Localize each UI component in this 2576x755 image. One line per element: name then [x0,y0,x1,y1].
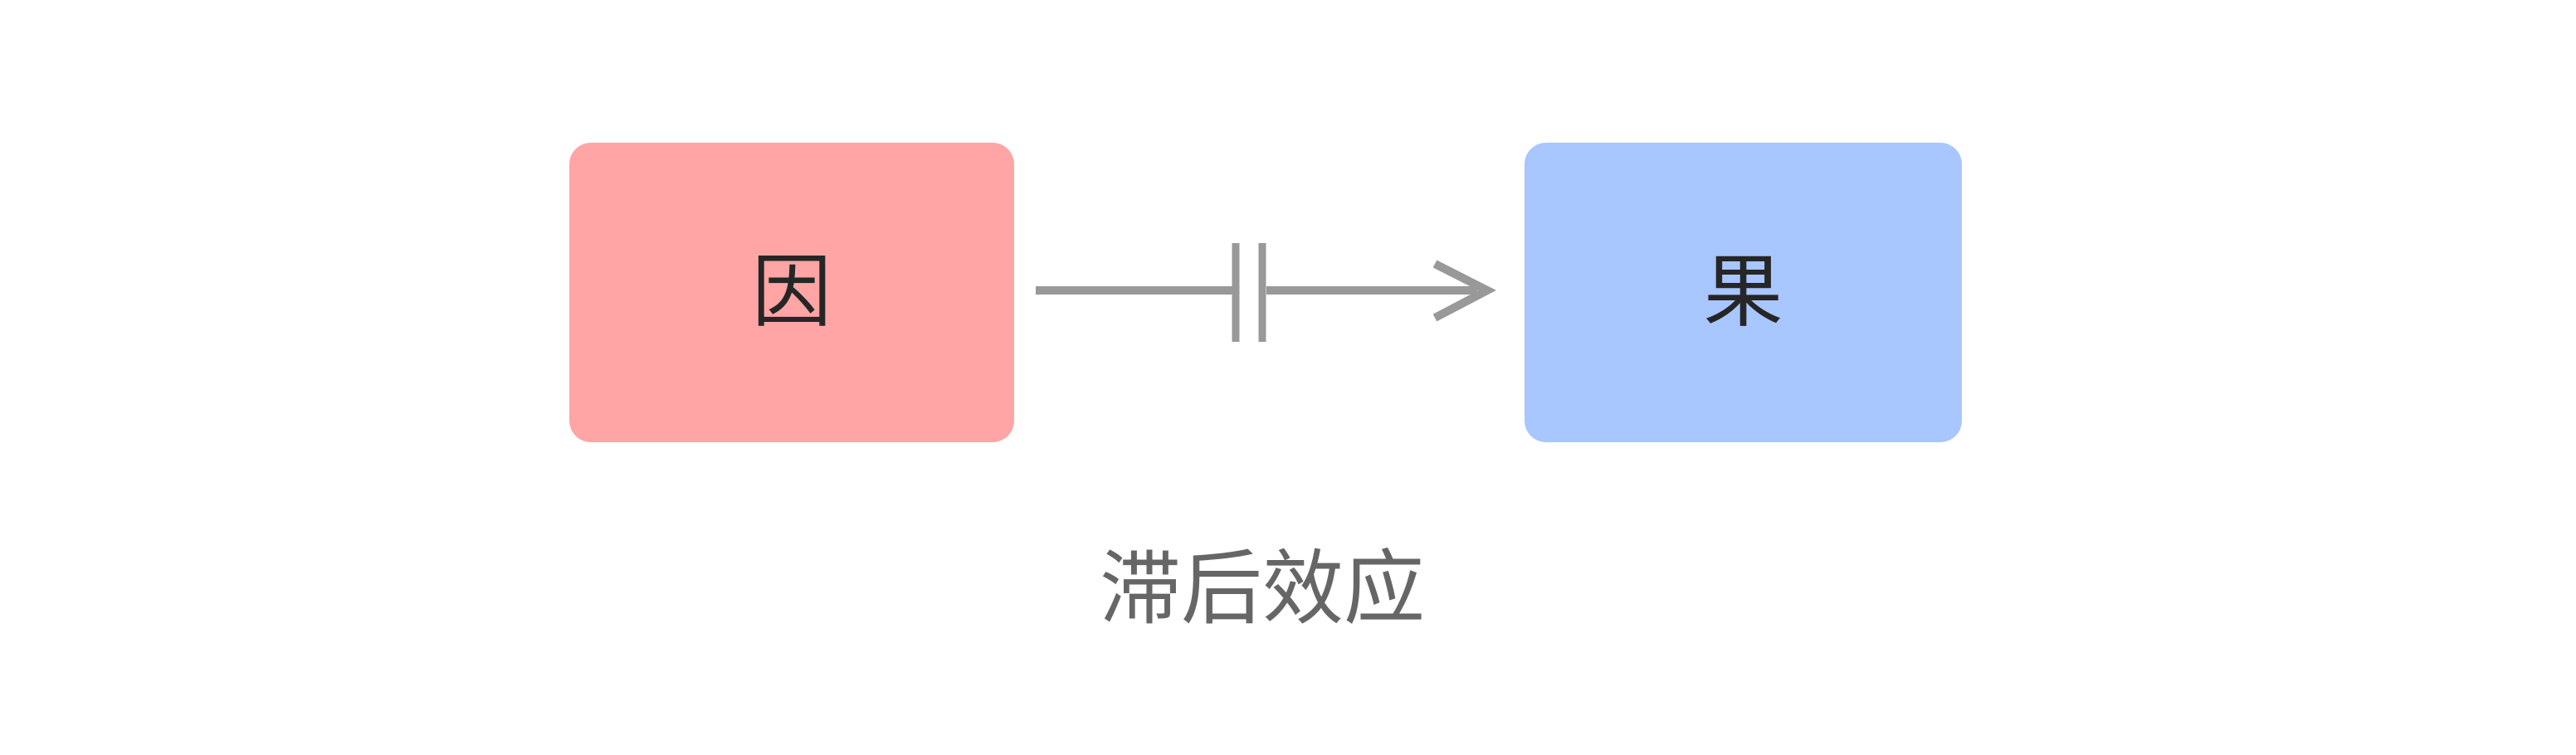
node-cause: 因 [569,143,1014,442]
node-effect-label: 果 [1703,247,1783,337]
node-cause-label: 因 [752,247,832,337]
node-effect: 果 [1525,143,1962,442]
arrowhead-icon [1432,260,1496,322]
edge-label: 滞后效应 [1099,543,1425,634]
delay-arrow [1036,243,1496,342]
